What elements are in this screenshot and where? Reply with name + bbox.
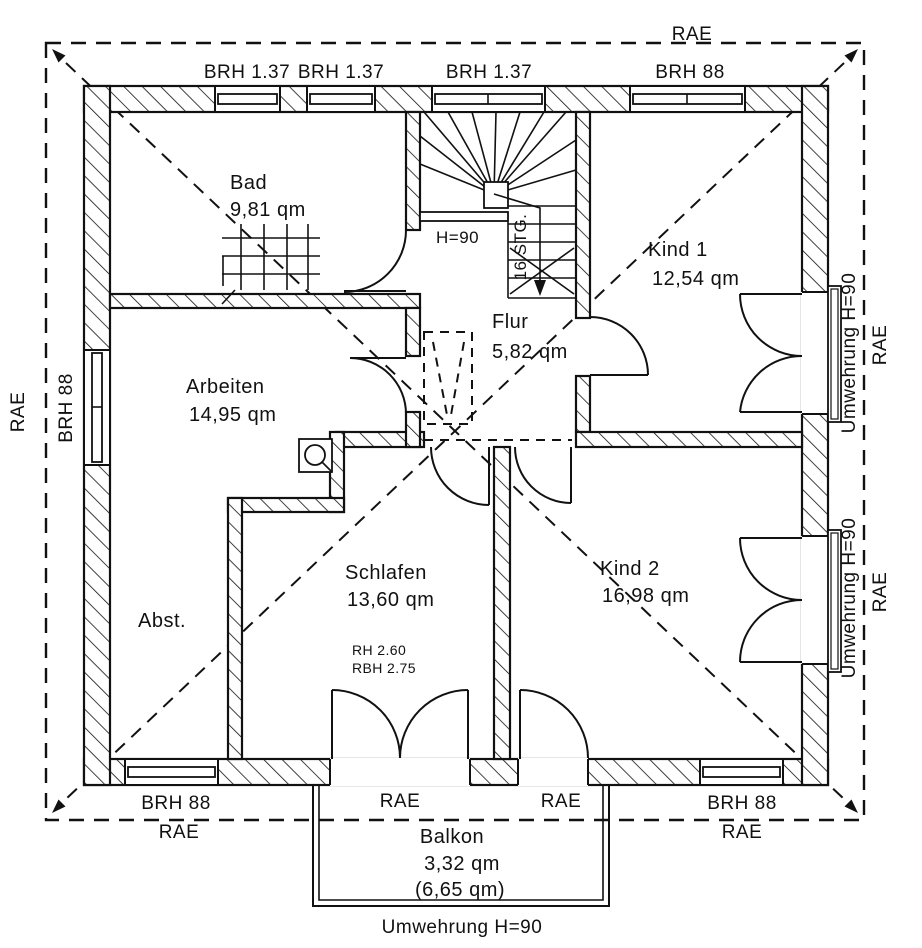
corner-arrow-ne [844, 49, 858, 63]
rae-label-east-1: RAE [870, 325, 891, 366]
room-label-abst: Abst. [138, 610, 186, 632]
rae-label-balcony-right: RAE [541, 791, 582, 812]
brh-88-label-south-west: BRH 88 [141, 793, 211, 814]
wall-kind1-kind2 [574, 430, 804, 449]
rae-label-south-west: RAE [159, 822, 200, 843]
brh-88-label-south-east: BRH 88 [707, 793, 777, 814]
room-label-arbeiten: Arbeiten [186, 376, 265, 398]
interior-walls [108, 110, 804, 761]
wall-bad-stairs [404, 110, 422, 232]
room-label-kind2: Kind 2 [600, 558, 660, 580]
rae-label-top: RAE [672, 24, 713, 45]
door-flur-kind1 [589, 316, 649, 376]
exterior-wall-east [800, 84, 830, 787]
annotation-labels: RAE BRH 1.37 BRH 1.37 BRH 1.37 BRH 88 RA… [8, 24, 891, 938]
rae-label-west: RAE [8, 392, 29, 433]
room-area-arbeiten: 14,95 qm [189, 404, 276, 426]
balcony-door-schlafen [329, 689, 471, 786]
room-area-kind1: 12,54 qm [652, 268, 739, 290]
room-label-balkon: Balkon [420, 826, 484, 848]
umwehrung-label-kind2: Umwehrung H=90 [839, 518, 860, 679]
roof-hip-line-ne-sw [65, 62, 845, 800]
wall-abst-schlafen [226, 496, 244, 761]
wall-schlafen-kind2 [492, 445, 512, 761]
wall-bad-arbeiten [108, 292, 422, 310]
window-bad-1 [214, 85, 281, 113]
stair-direction-line [493, 193, 541, 282]
stair-knee-wall [419, 211, 509, 222]
rae-label-balcony-left: RAE [380, 791, 421, 812]
room-label-schlafen: Schlafen [345, 562, 427, 584]
shower-grid [221, 224, 320, 305]
window-kind1 [629, 85, 746, 113]
brh-137-label-3: BRH 1.37 [446, 62, 532, 83]
brh-88-label-top: BRH 88 [655, 62, 725, 83]
brh-137-label-1: BRH 1.37 [204, 62, 290, 83]
balcony [312, 785, 610, 907]
room-label-kind1: Kind 1 [648, 239, 708, 261]
balcony-door-kind2 [517, 689, 589, 786]
wall-schlafen-nook [226, 496, 346, 514]
brh-137-label-2: BRH 1.37 [298, 62, 384, 83]
rae-label-east-2: RAE [870, 572, 891, 613]
wall-flur-arbeiten-stub-upper [404, 306, 422, 358]
corner-arrow-sw [52, 799, 66, 813]
wall-stairs-kind1 [574, 110, 592, 320]
room-area-flur: 5,82 qm [492, 341, 568, 363]
stair-rail-height-label: H=90 [436, 228, 479, 247]
brh-88-label-west: BRH 88 [56, 373, 77, 443]
window-kind2-south [699, 758, 784, 786]
door-flur-schlafen [430, 446, 490, 506]
room-area-bad: 9,81 qm [230, 199, 306, 221]
corner-arrow-nw [52, 49, 66, 63]
room-labels: Bad 9,81 qm Flur 5,82 qm Kind 1 12,54 qm… [138, 172, 739, 901]
room-area-gross-balkon: (6,65 qm) [415, 879, 505, 901]
stair-steps-label: 16 STG. [511, 214, 530, 281]
room-area-kind2: 16,98 qm [602, 585, 689, 607]
wall-flur-arbeiten-stub-lower [404, 410, 422, 449]
umwehrung-label-balcony: Umwehrung H=90 [382, 917, 543, 938]
windows-north [214, 85, 746, 113]
room-label-bad: Bad [230, 172, 267, 194]
room-area-balkon: 3,32 qm [424, 853, 500, 875]
windows-south [124, 758, 784, 786]
appliance-symbol [298, 438, 333, 473]
schlafen-rbh-note: RBH 2.75 [352, 660, 416, 676]
umwehrung-label-kind1: Umwehrung H=90 [839, 273, 860, 434]
schlafen-rh-note: RH 2.60 [352, 642, 406, 658]
french-window-kind1 [739, 285, 842, 423]
window-abst [124, 758, 219, 786]
corner-arrow-se [844, 799, 858, 813]
french-window-kind2 [739, 529, 842, 673]
staircase [419, 111, 577, 299]
stair-direction-arrow [534, 280, 546, 296]
window-arbeiten-west [83, 349, 111, 466]
room-area-schlafen: 13,60 qm [347, 589, 434, 611]
rae-label-south-east: RAE [722, 822, 763, 843]
window-bad-2 [306, 85, 376, 113]
room-label-flur: Flur [492, 311, 528, 333]
roof-edge-boundary [44, 41, 866, 822]
duct-shaft [423, 331, 473, 425]
door-flur-kind2 [514, 446, 572, 504]
door-flur-bad [343, 229, 407, 293]
window-stairs [431, 85, 546, 113]
door-flur-arbeiten [349, 357, 407, 415]
wall-flur-kind1-stub [574, 374, 592, 434]
